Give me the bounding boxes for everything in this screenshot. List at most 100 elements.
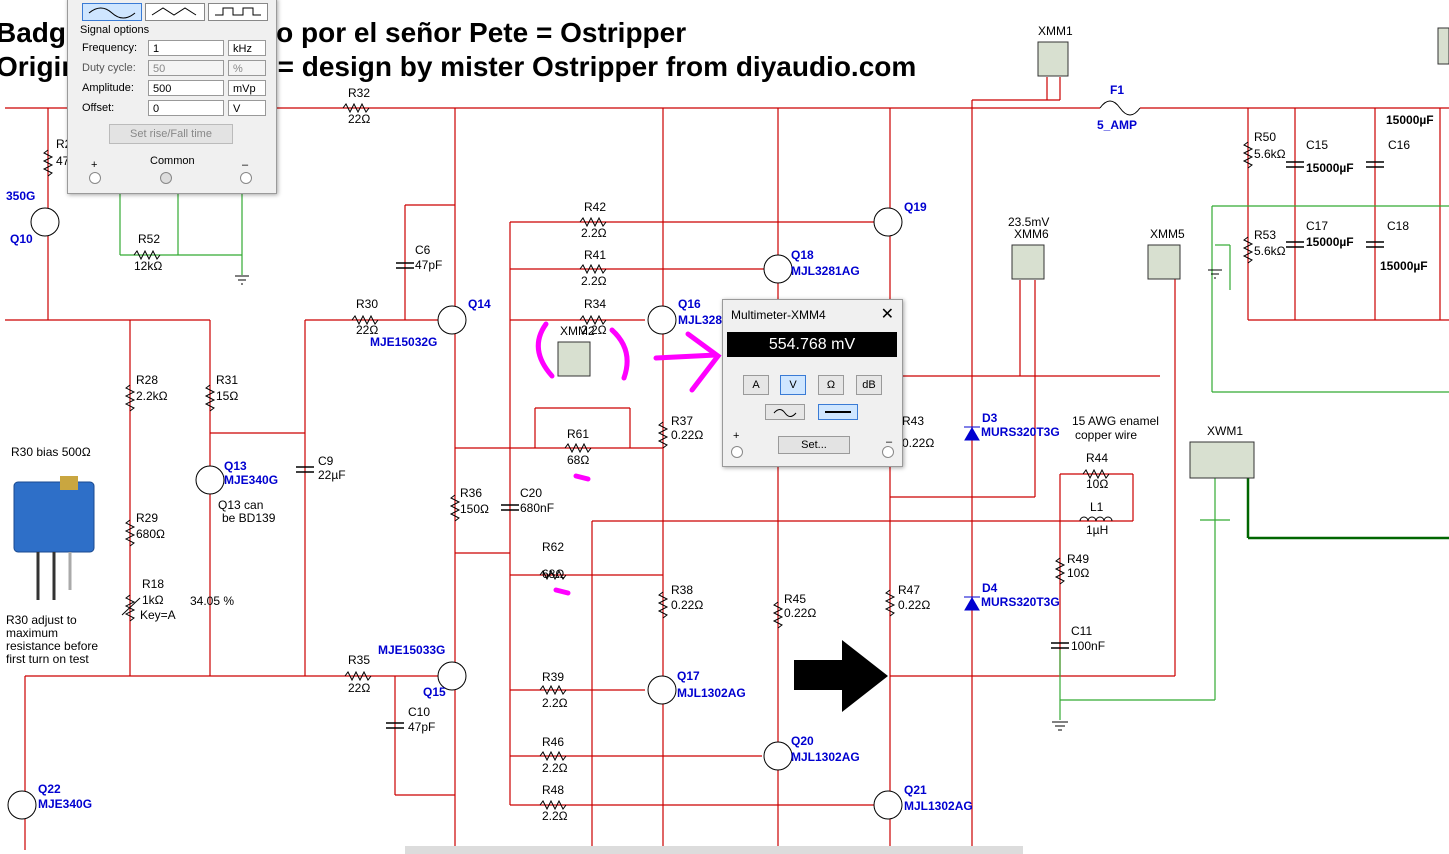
component-ref-r43: R43 — [902, 414, 924, 428]
component-ref-f1: F1 — [1110, 83, 1124, 97]
component-value-r29: 680Ω — [136, 527, 165, 541]
component-value-c11: 100nF — [1071, 639, 1105, 653]
component-ref-r46: R46 — [542, 735, 564, 749]
frequency-input[interactable]: 1 — [148, 40, 224, 56]
component-value-l1: 1µH — [1086, 523, 1108, 537]
voltmeter-mode-button[interactable]: V — [780, 375, 806, 395]
instrument-meters — [557, 27, 1449, 479]
component-ref-r28: R28 — [136, 373, 158, 387]
component-ref-r42: R42 — [584, 200, 606, 214]
component-ref-r34: R34 — [584, 297, 606, 311]
fg-plus-terminal[interactable] — [89, 172, 101, 184]
set-rise-fall-button[interactable]: Set rise/Fall time — [109, 124, 233, 144]
ac-mode-button[interactable] — [765, 404, 805, 420]
note-wire-2: copper wire — [1075, 428, 1137, 442]
offset-unit[interactable]: V — [228, 100, 266, 116]
component-value-c17: 15000µF — [1306, 235, 1354, 249]
fg-minus-terminal[interactable] — [240, 172, 252, 184]
dc-mode-button[interactable] — [818, 404, 858, 420]
component-value-c9: 22µF — [318, 468, 346, 482]
component-ref-c11: C11 — [1071, 624, 1092, 638]
ohmmeter-mode-button[interactable]: Ω — [818, 375, 844, 395]
square-wave-button[interactable] — [208, 3, 268, 21]
component-ref-c18: C18 — [1387, 219, 1409, 233]
multimeter-xmm4-panel[interactable]: Multimeter-XMM4 ✕ 554.768 mV A V Ω dB + … — [722, 299, 903, 467]
instrument-label-xmm1: XMM1 — [1038, 24, 1073, 38]
duty-cycle-input: 50 — [148, 60, 224, 76]
offset-label: Offset: — [82, 102, 115, 114]
fg-common-label: Common — [150, 155, 195, 167]
triangle-wave-button[interactable] — [145, 3, 205, 21]
component-ref-r29: R29 — [136, 511, 158, 525]
note-q13-2: be BD139 — [222, 511, 276, 525]
component-ref-r61: R61 — [567, 427, 589, 441]
decibel-mode-button[interactable]: dB — [856, 375, 882, 395]
component-ref-r36: R36 — [460, 486, 482, 500]
xmm6-readout: 23.5mV — [1008, 215, 1049, 229]
component-ref-q14: Q14 — [468, 297, 491, 311]
component-value-q10: 350G — [6, 189, 35, 203]
component-value-q21: MJL1302AG — [904, 799, 973, 813]
close-icon[interactable]: ✕ — [880, 306, 894, 323]
component-value-c16: 15000µF — [1386, 113, 1434, 127]
component-ref-q18: Q18 — [791, 248, 814, 262]
component-ref-r30: R30 — [356, 297, 378, 311]
sine-wave-button[interactable] — [82, 3, 142, 21]
component-ref-q20: Q20 — [791, 734, 814, 748]
black-arrow — [794, 640, 888, 712]
component-value-q18: MJL3281AG — [791, 264, 860, 278]
component-ref-c17: C17 — [1306, 219, 1328, 233]
component-value-d4: MURS320T3G — [981, 595, 1060, 609]
component-ref-q21: Q21 — [904, 783, 927, 797]
component-value-r38: 0.22Ω — [671, 598, 703, 612]
note-wire-1: 15 AWG enamel — [1072, 414, 1159, 428]
ammeter-mode-button[interactable]: A — [743, 375, 769, 395]
component-ref-r38: R38 — [671, 583, 693, 597]
component-value-q15: MJE15033G — [378, 643, 445, 657]
component-value-f1: 5_AMP — [1097, 118, 1137, 132]
triangle-wave-icon — [151, 7, 197, 16]
component-value-r47: 0.22Ω — [898, 598, 930, 612]
mm-plus-terminal[interactable] — [731, 446, 743, 458]
multimeter-display: 554.768 mV — [727, 332, 897, 357]
instrument-label-xmm2: XMM2 — [560, 324, 595, 338]
instrument-label-xmm6: XMM6 — [1014, 227, 1049, 241]
amplitude-unit[interactable]: mVp — [228, 80, 266, 96]
component-value-r46: 2.2Ω — [542, 761, 568, 775]
component-ref-d3: D3 — [982, 411, 998, 425]
component-value-q16: MJL328 — [678, 313, 722, 327]
component-value-r62: 68Ω — [542, 567, 564, 581]
ground-symbols — [235, 269, 1222, 731]
mm-minus-terminal[interactable] — [882, 446, 894, 458]
component-ref-r32: R32 — [348, 86, 370, 100]
instrument-label-xwm1: XWM1 — [1207, 424, 1243, 438]
square-wave-icon — [215, 7, 261, 16]
component-ref-r52: R52 — [138, 232, 160, 246]
component-value-r2: 47 — [56, 154, 70, 168]
component-value-q22: MJE340G — [38, 797, 92, 811]
component-ref-r41: R41 — [584, 248, 606, 262]
fg-common-terminal[interactable] — [160, 172, 172, 184]
component-value-r43: 0.22Ω — [902, 436, 934, 450]
component-ref-q17: Q17 — [677, 669, 700, 683]
component-ref-c9: C9 — [318, 454, 334, 468]
dc-line-icon — [825, 411, 851, 413]
component-value-r30: 22Ω — [356, 323, 378, 337]
horizontal-scrollbar[interactable] — [405, 846, 1023, 854]
component-ref-c6: C6 — [415, 243, 431, 257]
component-value-d3: MURS320T3G — [981, 425, 1060, 439]
function-generator-panel[interactable]: Signal options Frequency: 1 kHz Duty cyc… — [67, 0, 277, 194]
multimeter-set-button[interactable]: Set... — [778, 436, 850, 454]
offset-input[interactable]: 0 — [148, 100, 224, 116]
component-value-c20: 680nF — [520, 501, 554, 515]
fg-minus-label: – — [242, 159, 249, 171]
amplitude-input[interactable]: 500 — [148, 80, 224, 96]
component-labels: R3222ΩR247R5212kΩR3022ΩR282.2kΩR3115ΩR29… — [6, 24, 1434, 823]
capacitors — [296, 161, 1384, 729]
note-r30-adjust-1: R30 adjust to — [6, 613, 77, 627]
fuse-f1 — [1099, 100, 1141, 116]
frequency-unit[interactable]: kHz — [228, 40, 266, 56]
ac-wave-icon — [773, 409, 797, 417]
signal-options-label: Signal options — [80, 24, 150, 36]
